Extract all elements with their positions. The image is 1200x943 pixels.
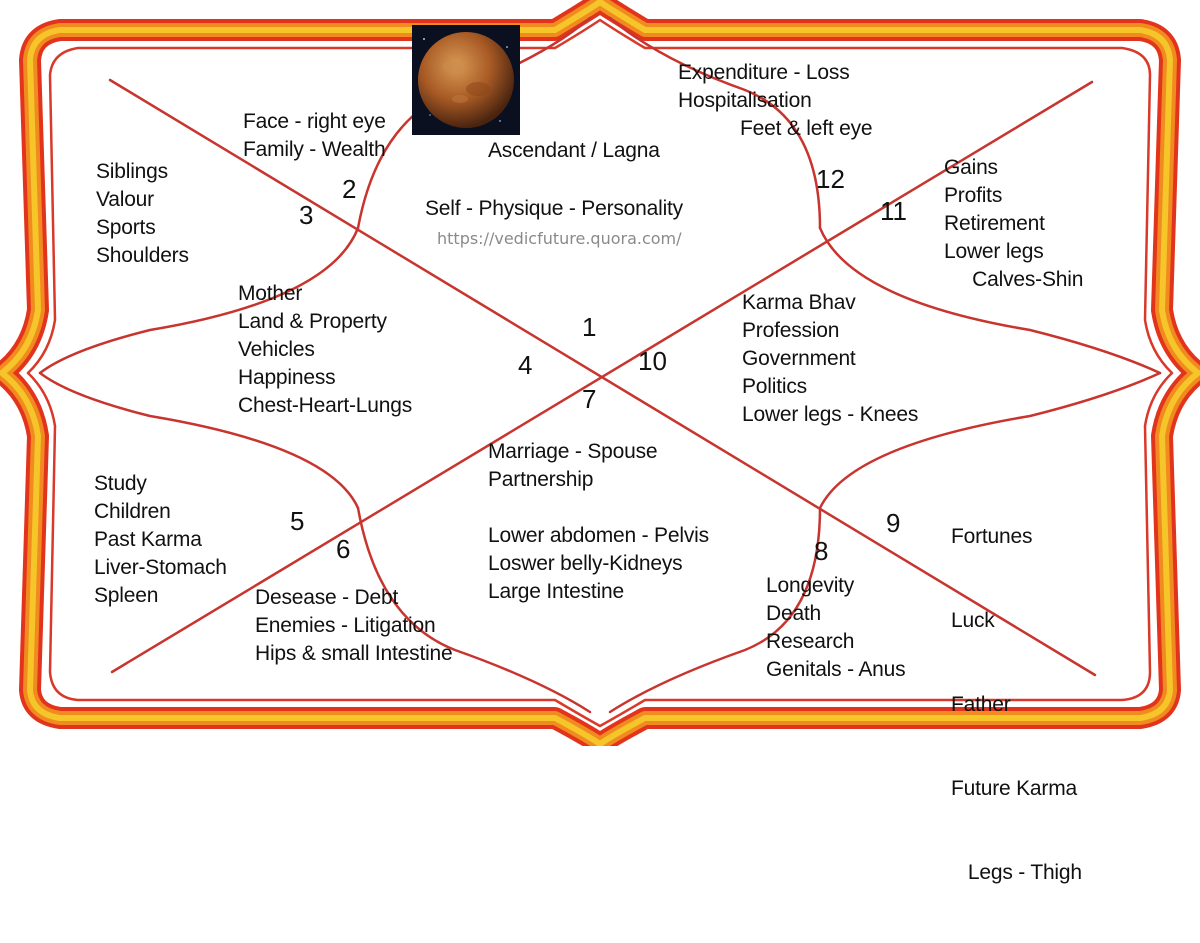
house-5-line: Liver-Stomach bbox=[94, 556, 227, 579]
house-number-6: 6 bbox=[336, 534, 351, 564]
house-8-labels: Longevity Death Research Genitals - Anus bbox=[766, 572, 906, 684]
house-7-line: Lower abdomen - Pelvis bbox=[488, 524, 709, 547]
house-3-line: Shoulders bbox=[96, 244, 189, 267]
house-10-line: Government bbox=[742, 347, 856, 370]
house-number-8: 8 bbox=[814, 536, 829, 566]
house-number-5: 5 bbox=[290, 506, 305, 536]
house-7-labels-top: Marriage - Spouse Partnership bbox=[488, 438, 658, 494]
house-8-line: Genitals - Anus bbox=[766, 658, 906, 681]
house-6-line: Hips & small Intestine bbox=[255, 642, 453, 665]
house-12-line: Expenditure - Loss bbox=[678, 61, 850, 84]
house-5-line: Past Karma bbox=[94, 528, 202, 551]
house-12-line: Feet & left eye bbox=[678, 117, 873, 140]
venus-planet-icon bbox=[412, 25, 520, 135]
house-5-line: Children bbox=[94, 500, 171, 523]
house-9-line: Fortunes bbox=[951, 525, 1033, 548]
house-2-labels: Face - right eye Family - Wealth bbox=[243, 108, 386, 164]
ornamental-border bbox=[0, 0, 1200, 746]
house-1-label-self: Self - Physique - Personality bbox=[425, 197, 683, 220]
house-3-line: Valour bbox=[96, 188, 154, 211]
house-11-line: Profits bbox=[944, 184, 1003, 207]
house-9-line: Future Karma bbox=[951, 777, 1077, 800]
house-7-line: Marriage - Spouse bbox=[488, 440, 658, 463]
house-7-labels-bottom: Lower abdomen - Pelvis Loswer belly-Kidn… bbox=[488, 522, 709, 606]
house-10-labels: Karma Bhav Profession Government Politic… bbox=[742, 289, 918, 429]
house-grid bbox=[38, 16, 1162, 714]
watermark-url: https://vedicfuture.quora.com/ bbox=[437, 229, 682, 248]
house-7-line: Partnership bbox=[488, 468, 594, 491]
house-6-line: Enemies - Litigation bbox=[255, 614, 436, 637]
house-7-line: Loswer belly-Kidneys bbox=[488, 552, 683, 575]
house-5-line: Study bbox=[94, 472, 147, 495]
house-9-line: Father bbox=[951, 693, 1011, 716]
house-10-line: Lower legs - Knees bbox=[742, 403, 919, 426]
house-2-line: Family - Wealth bbox=[243, 138, 386, 161]
house-number-10: 10 bbox=[638, 346, 667, 376]
house-4-line: Happiness bbox=[238, 366, 336, 389]
house-9-labels: Fortunes Luck Father Future Karma Legs -… bbox=[951, 467, 1082, 943]
house-7-line: Large Intestine bbox=[488, 580, 624, 603]
horoscope-chart: 1 2 3 4 5 6 7 8 9 10 11 12 Ascendant / L… bbox=[0, 0, 1200, 884]
house-5-labels: Study Children Past Karma Liver-Stomach … bbox=[94, 470, 227, 610]
house-number-3: 3 bbox=[299, 200, 314, 230]
house-11-line: Lower legs bbox=[944, 240, 1044, 263]
house-number-2: 2 bbox=[342, 174, 357, 204]
house-number-7: 7 bbox=[582, 384, 597, 414]
house-10-line: Politics bbox=[742, 375, 807, 398]
house-1-label-ascendant: Ascendant / Lagna bbox=[488, 139, 660, 162]
house-12-labels: Expenditure - Loss Hospitalisation Feet … bbox=[678, 59, 873, 143]
house-8-line: Research bbox=[766, 630, 855, 653]
house-4-line: Mother bbox=[238, 282, 303, 305]
house-3-line: Sports bbox=[96, 216, 156, 239]
house-number-12: 12 bbox=[816, 164, 845, 194]
house-4-line: Land & Property bbox=[238, 310, 387, 333]
house-12-line: Hospitalisation bbox=[678, 89, 812, 112]
house-10-line: Karma Bhav bbox=[742, 291, 856, 314]
house-11-line: Gains bbox=[944, 156, 998, 179]
house-11-line: Calves-Shin bbox=[944, 268, 1084, 291]
house-5-line: Spleen bbox=[94, 584, 159, 607]
house-4-labels: Mother Land & Property Vehicles Happines… bbox=[238, 280, 412, 420]
house-3-line: Siblings bbox=[96, 160, 168, 183]
house-3-labels: Siblings Valour Sports Shoulders bbox=[96, 158, 189, 270]
house-8-line: Longevity bbox=[766, 574, 855, 597]
house-9-line: Legs - Thigh bbox=[951, 861, 1082, 884]
house-11-line: Retirement bbox=[944, 212, 1045, 235]
house-6-labels: Desease - Debt Enemies - Litigation Hips… bbox=[255, 584, 453, 668]
house-9-line: Luck bbox=[951, 609, 995, 632]
house-10-line: Profession bbox=[742, 319, 840, 342]
house-4-line: Chest-Heart-Lungs bbox=[238, 394, 413, 417]
house-6-line: Desease - Debt bbox=[255, 586, 399, 609]
house-number-1: 1 bbox=[582, 312, 597, 342]
house-8-line: Death bbox=[766, 602, 822, 625]
house-11-labels: Gains Profits Retirement Lower legs Calv… bbox=[944, 154, 1083, 294]
chart-frame bbox=[0, 0, 1200, 746]
house-2-line: Face - right eye bbox=[243, 110, 386, 133]
house-number-9: 9 bbox=[886, 508, 901, 538]
house-number-11: 11 bbox=[880, 196, 907, 226]
house-4-line: Vehicles bbox=[238, 338, 315, 361]
house-number-4: 4 bbox=[518, 350, 533, 380]
